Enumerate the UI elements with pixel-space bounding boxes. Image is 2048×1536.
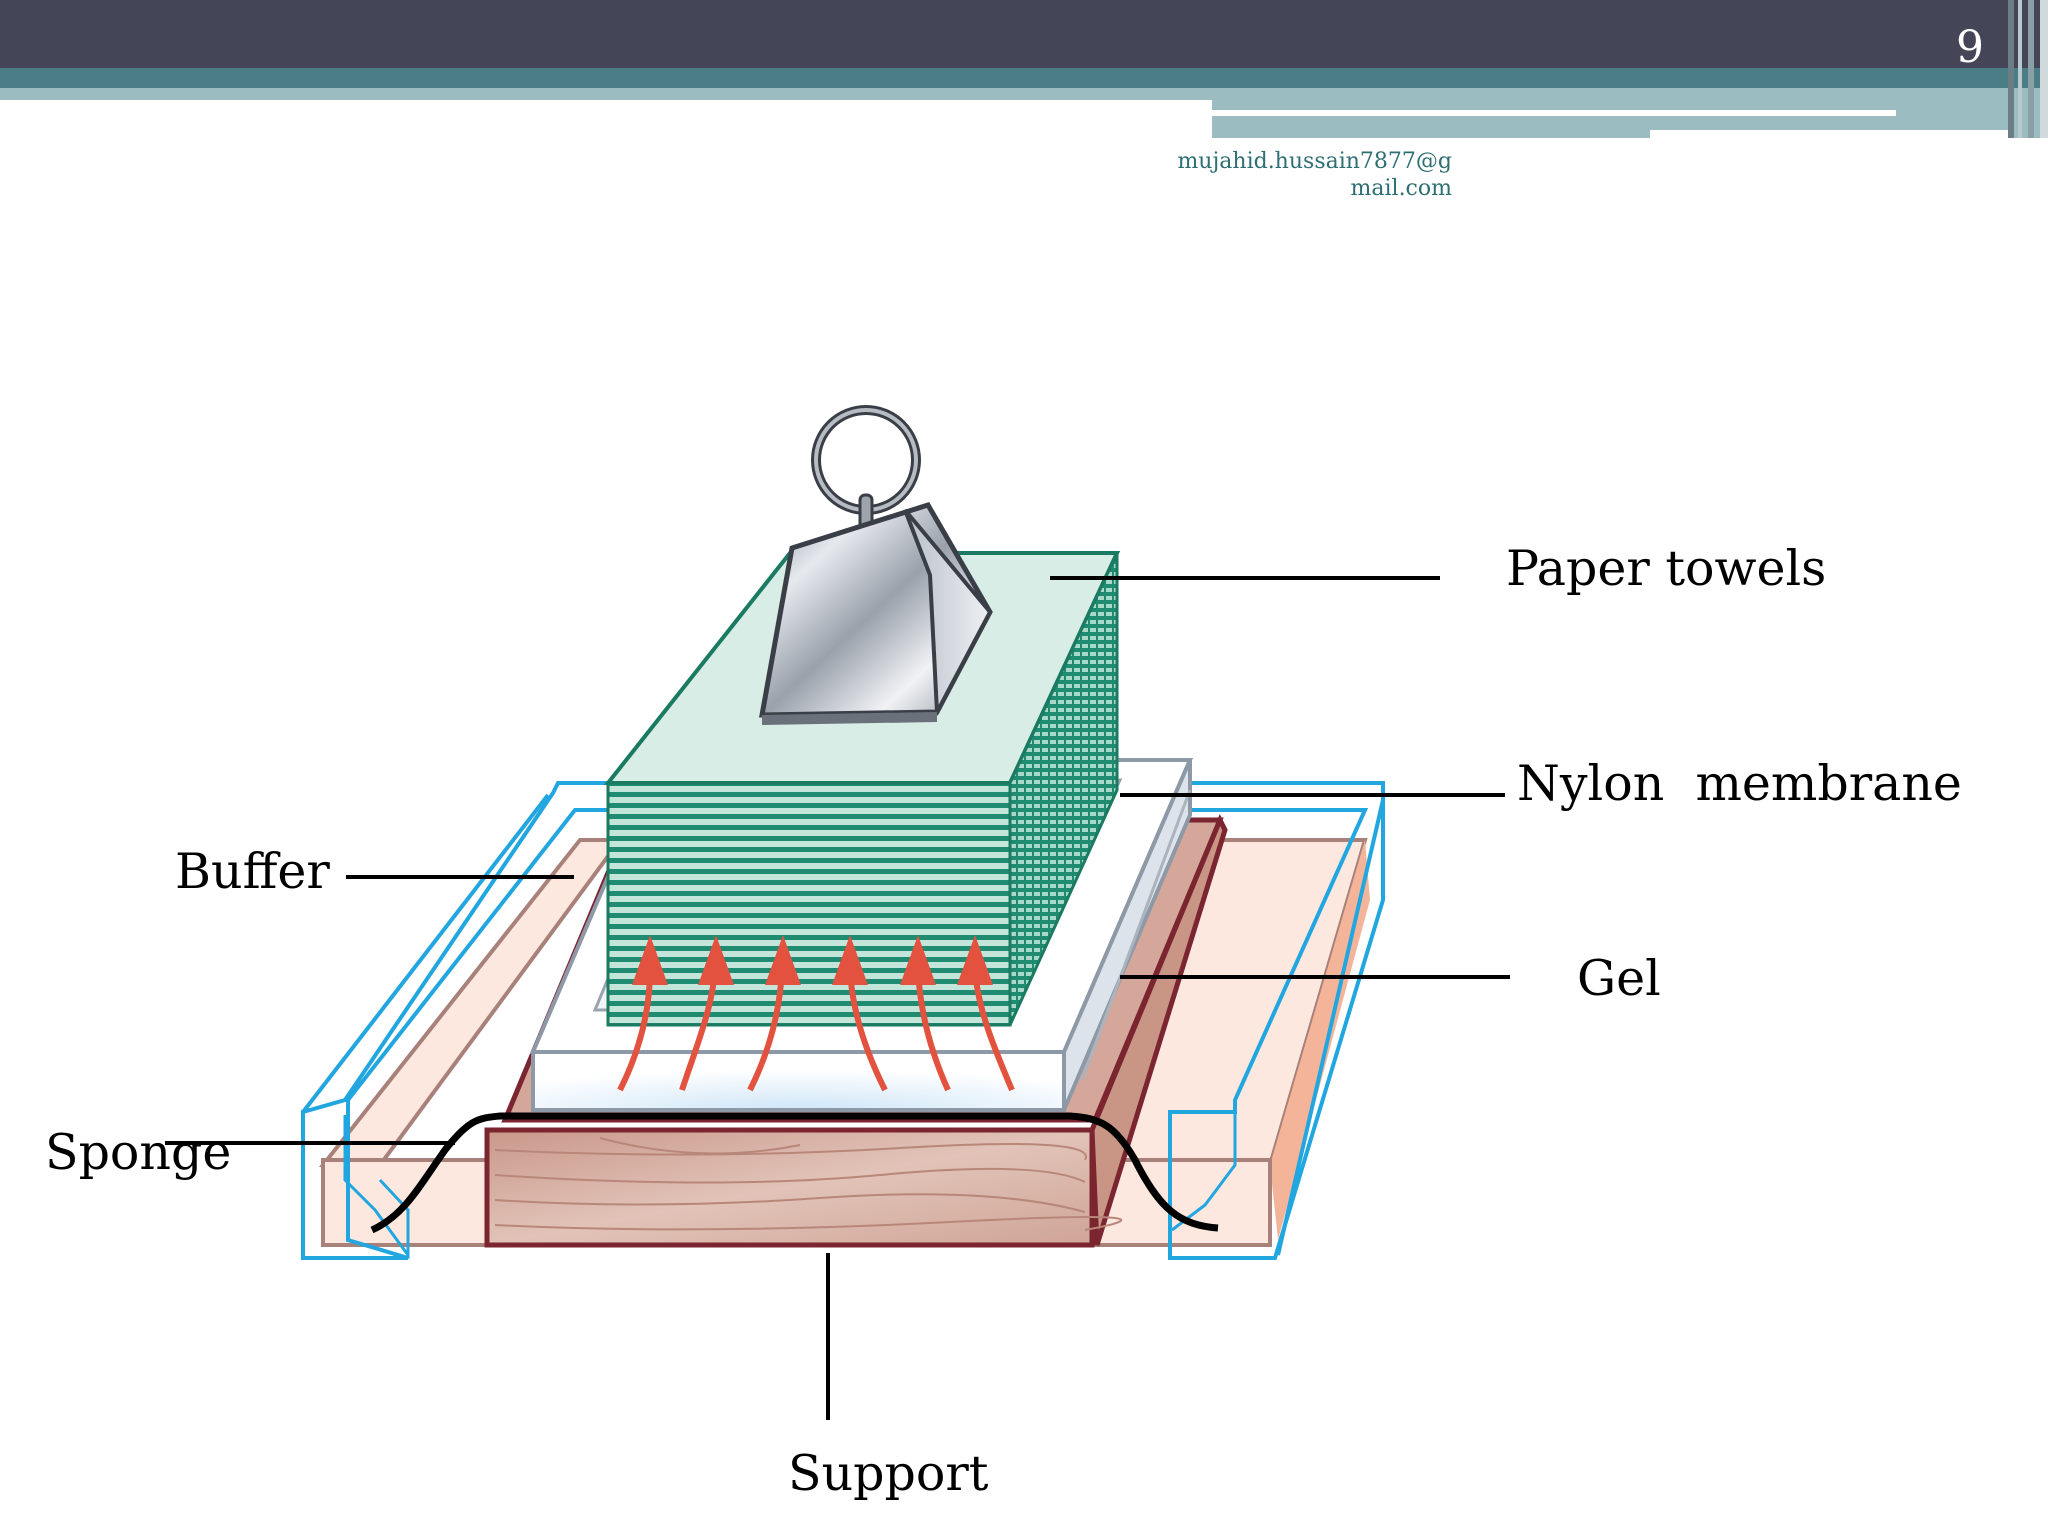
label-paper-towels: Paper towels xyxy=(1506,540,1827,597)
label-nylon-membrane: Nylon membrane xyxy=(1517,755,1962,812)
flow-arrowheads xyxy=(632,935,993,985)
sponge-wick xyxy=(370,1112,1219,1234)
label-buffer: Buffer xyxy=(175,843,330,900)
flow-arrowhead xyxy=(957,935,993,985)
flow-arrowhead xyxy=(900,935,936,985)
weight xyxy=(759,405,993,725)
label-gel: Gel xyxy=(1577,950,1661,1007)
header-bar xyxy=(0,0,2048,138)
label-sponge: Sponge xyxy=(45,1124,232,1181)
author-email: mujahid.hussain7877@g mail.com xyxy=(1177,149,1452,201)
flow-arrowhead xyxy=(765,935,801,985)
flow-arrowhead xyxy=(832,935,868,985)
leader-lines xyxy=(165,576,1510,1420)
page-number: 9 xyxy=(1956,22,1984,73)
flow-arrowhead xyxy=(698,935,734,985)
flow-arrowhead xyxy=(632,935,668,985)
label-support: Support xyxy=(788,1445,989,1502)
